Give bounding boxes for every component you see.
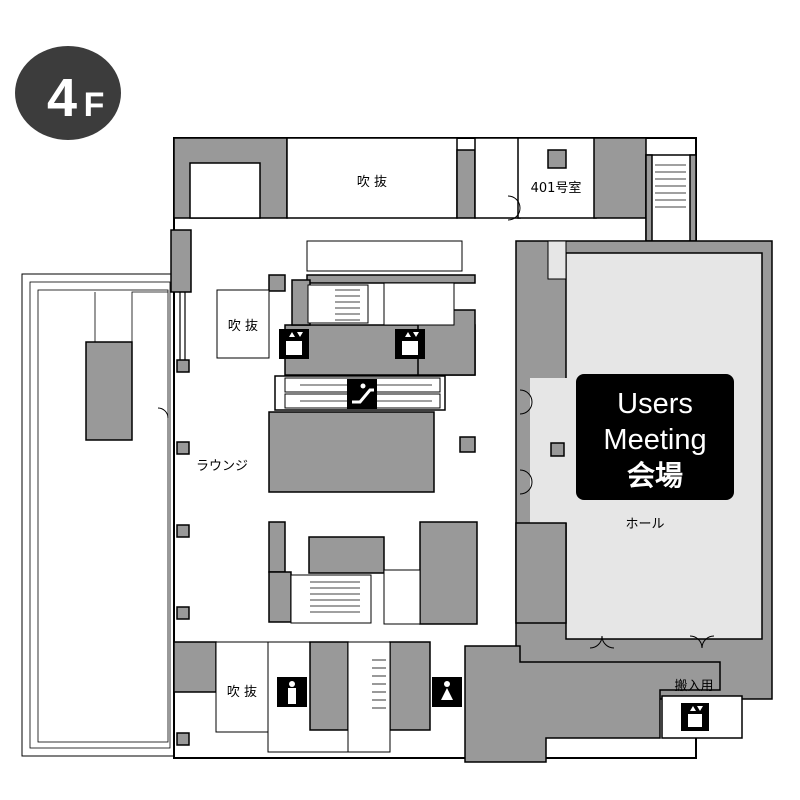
venue-line-1: Users (617, 388, 693, 420)
void-top-label: 吹 抜 (357, 174, 387, 190)
void-bottom-label: 吹 抜 (227, 684, 257, 700)
bottom-section (173, 641, 721, 763)
lower-core (268, 521, 478, 625)
venue-line-2: Meeting (603, 424, 706, 456)
doors (157, 195, 715, 649)
escalator-icon (347, 379, 377, 409)
floor-number: 4 (47, 68, 77, 128)
floor-letter: F (84, 86, 105, 124)
venue-label: Users Meeting 会場 (576, 374, 734, 500)
restroom-women-icon (432, 677, 462, 707)
hall-label: ホール (625, 517, 664, 532)
lounge-label: ラウンジ (196, 459, 248, 474)
floor-badge: 4 F (15, 46, 121, 140)
left-structure (170, 229, 270, 746)
restroom-men-icon (277, 677, 307, 707)
terrace (21, 273, 175, 757)
elevator-icon (395, 329, 425, 359)
room-401-label: 401号室 (531, 180, 582, 196)
loading-label: 搬入用 (674, 679, 713, 694)
venue-line-3: 会場 (627, 459, 683, 492)
freight-elevator-icon (681, 703, 709, 731)
elevator-icon (279, 329, 309, 359)
void-left-label: 吹 抜 (228, 318, 258, 334)
